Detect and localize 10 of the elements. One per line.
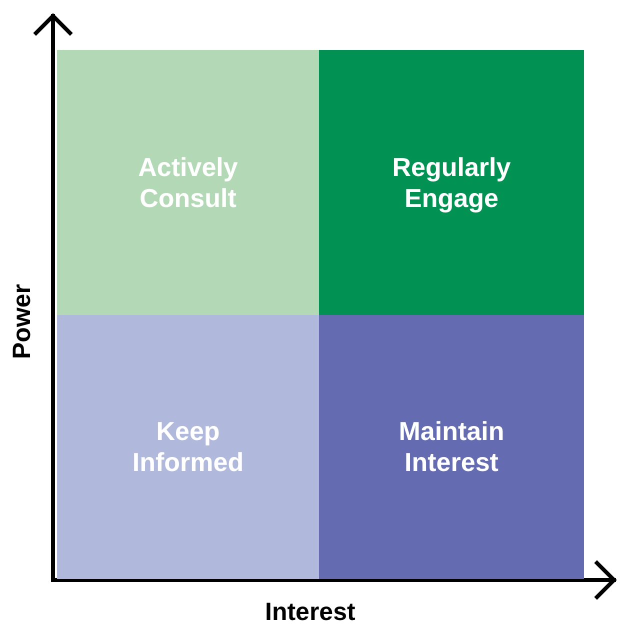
axis-label: Interest bbox=[265, 598, 356, 624]
quadrant-label: Regularly Engage bbox=[391, 152, 512, 214]
quadrant-box bbox=[319, 50, 584, 315]
quadrant-label: Keep Informed bbox=[131, 416, 245, 478]
axis-label: Power bbox=[8, 284, 37, 359]
quadrant-label: Actively Consult bbox=[137, 152, 239, 214]
quadrant-label: Maintain Interest bbox=[398, 416, 506, 478]
quadrant-box bbox=[57, 315, 319, 579]
quadrant-box bbox=[57, 50, 319, 315]
quadrant-box bbox=[319, 315, 584, 579]
